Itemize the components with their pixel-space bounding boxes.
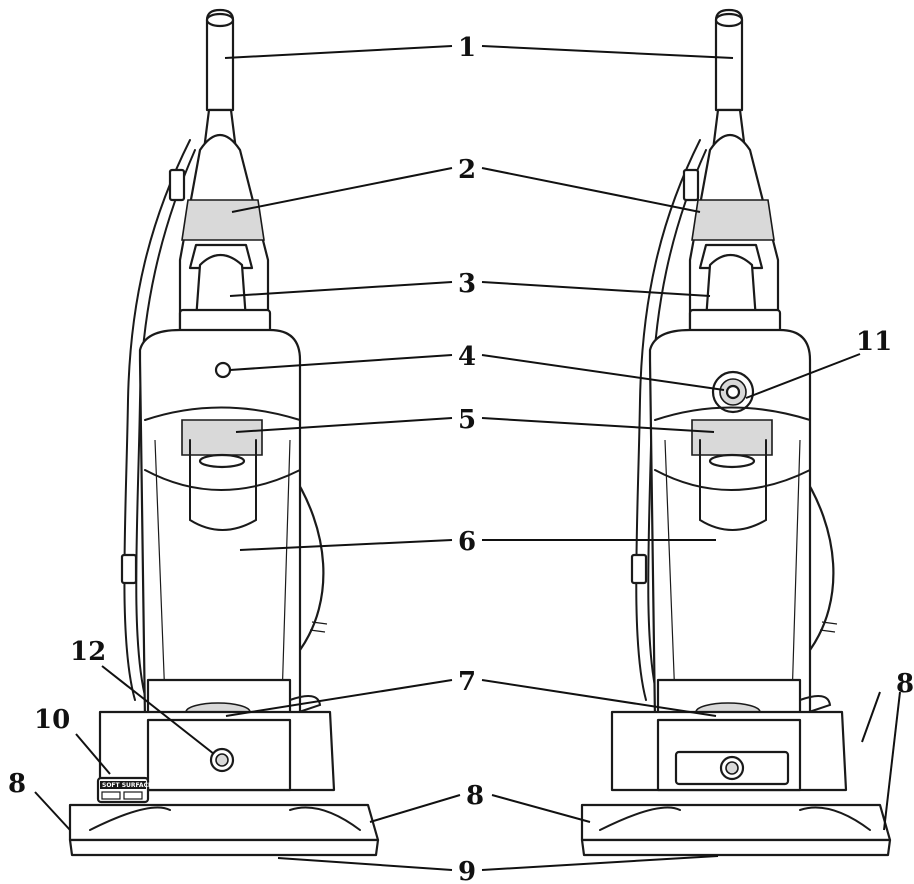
left-power-cord	[123, 139, 191, 701]
callout-5: 5	[458, 405, 476, 435]
leader-lines	[34, 45, 901, 871]
right-power-cord	[635, 139, 701, 701]
callout-11: 11	[856, 327, 892, 357]
callout-9: 9	[458, 857, 476, 884]
callout-12: 12	[70, 637, 106, 667]
right-floor-nozzle	[580, 803, 892, 842]
left-floor-nozzle	[68, 803, 380, 842]
callout-1: 1	[458, 33, 476, 63]
callout-6: 6	[458, 527, 476, 557]
callout-8-middle: 8	[466, 781, 484, 811]
callout-4: 4	[458, 342, 476, 372]
badge-label: SOFT SURFACE	[102, 782, 152, 789]
left-vacuum: SOFT SURFACE	[68, 8, 380, 857]
left-button	[214, 361, 232, 379]
callout-8-right: 8	[896, 669, 914, 699]
callout-7: 7	[458, 667, 476, 697]
callout-10: 10	[34, 705, 70, 735]
callout-3: 3	[458, 269, 476, 299]
right-vacuum	[580, 8, 892, 857]
callout-numbers: 1 2 3 4 5 6 7 8 9 8 8 10 11 12	[8, 33, 914, 884]
callout-8-left: 8	[8, 769, 26, 799]
callout-2: 2	[458, 155, 476, 185]
